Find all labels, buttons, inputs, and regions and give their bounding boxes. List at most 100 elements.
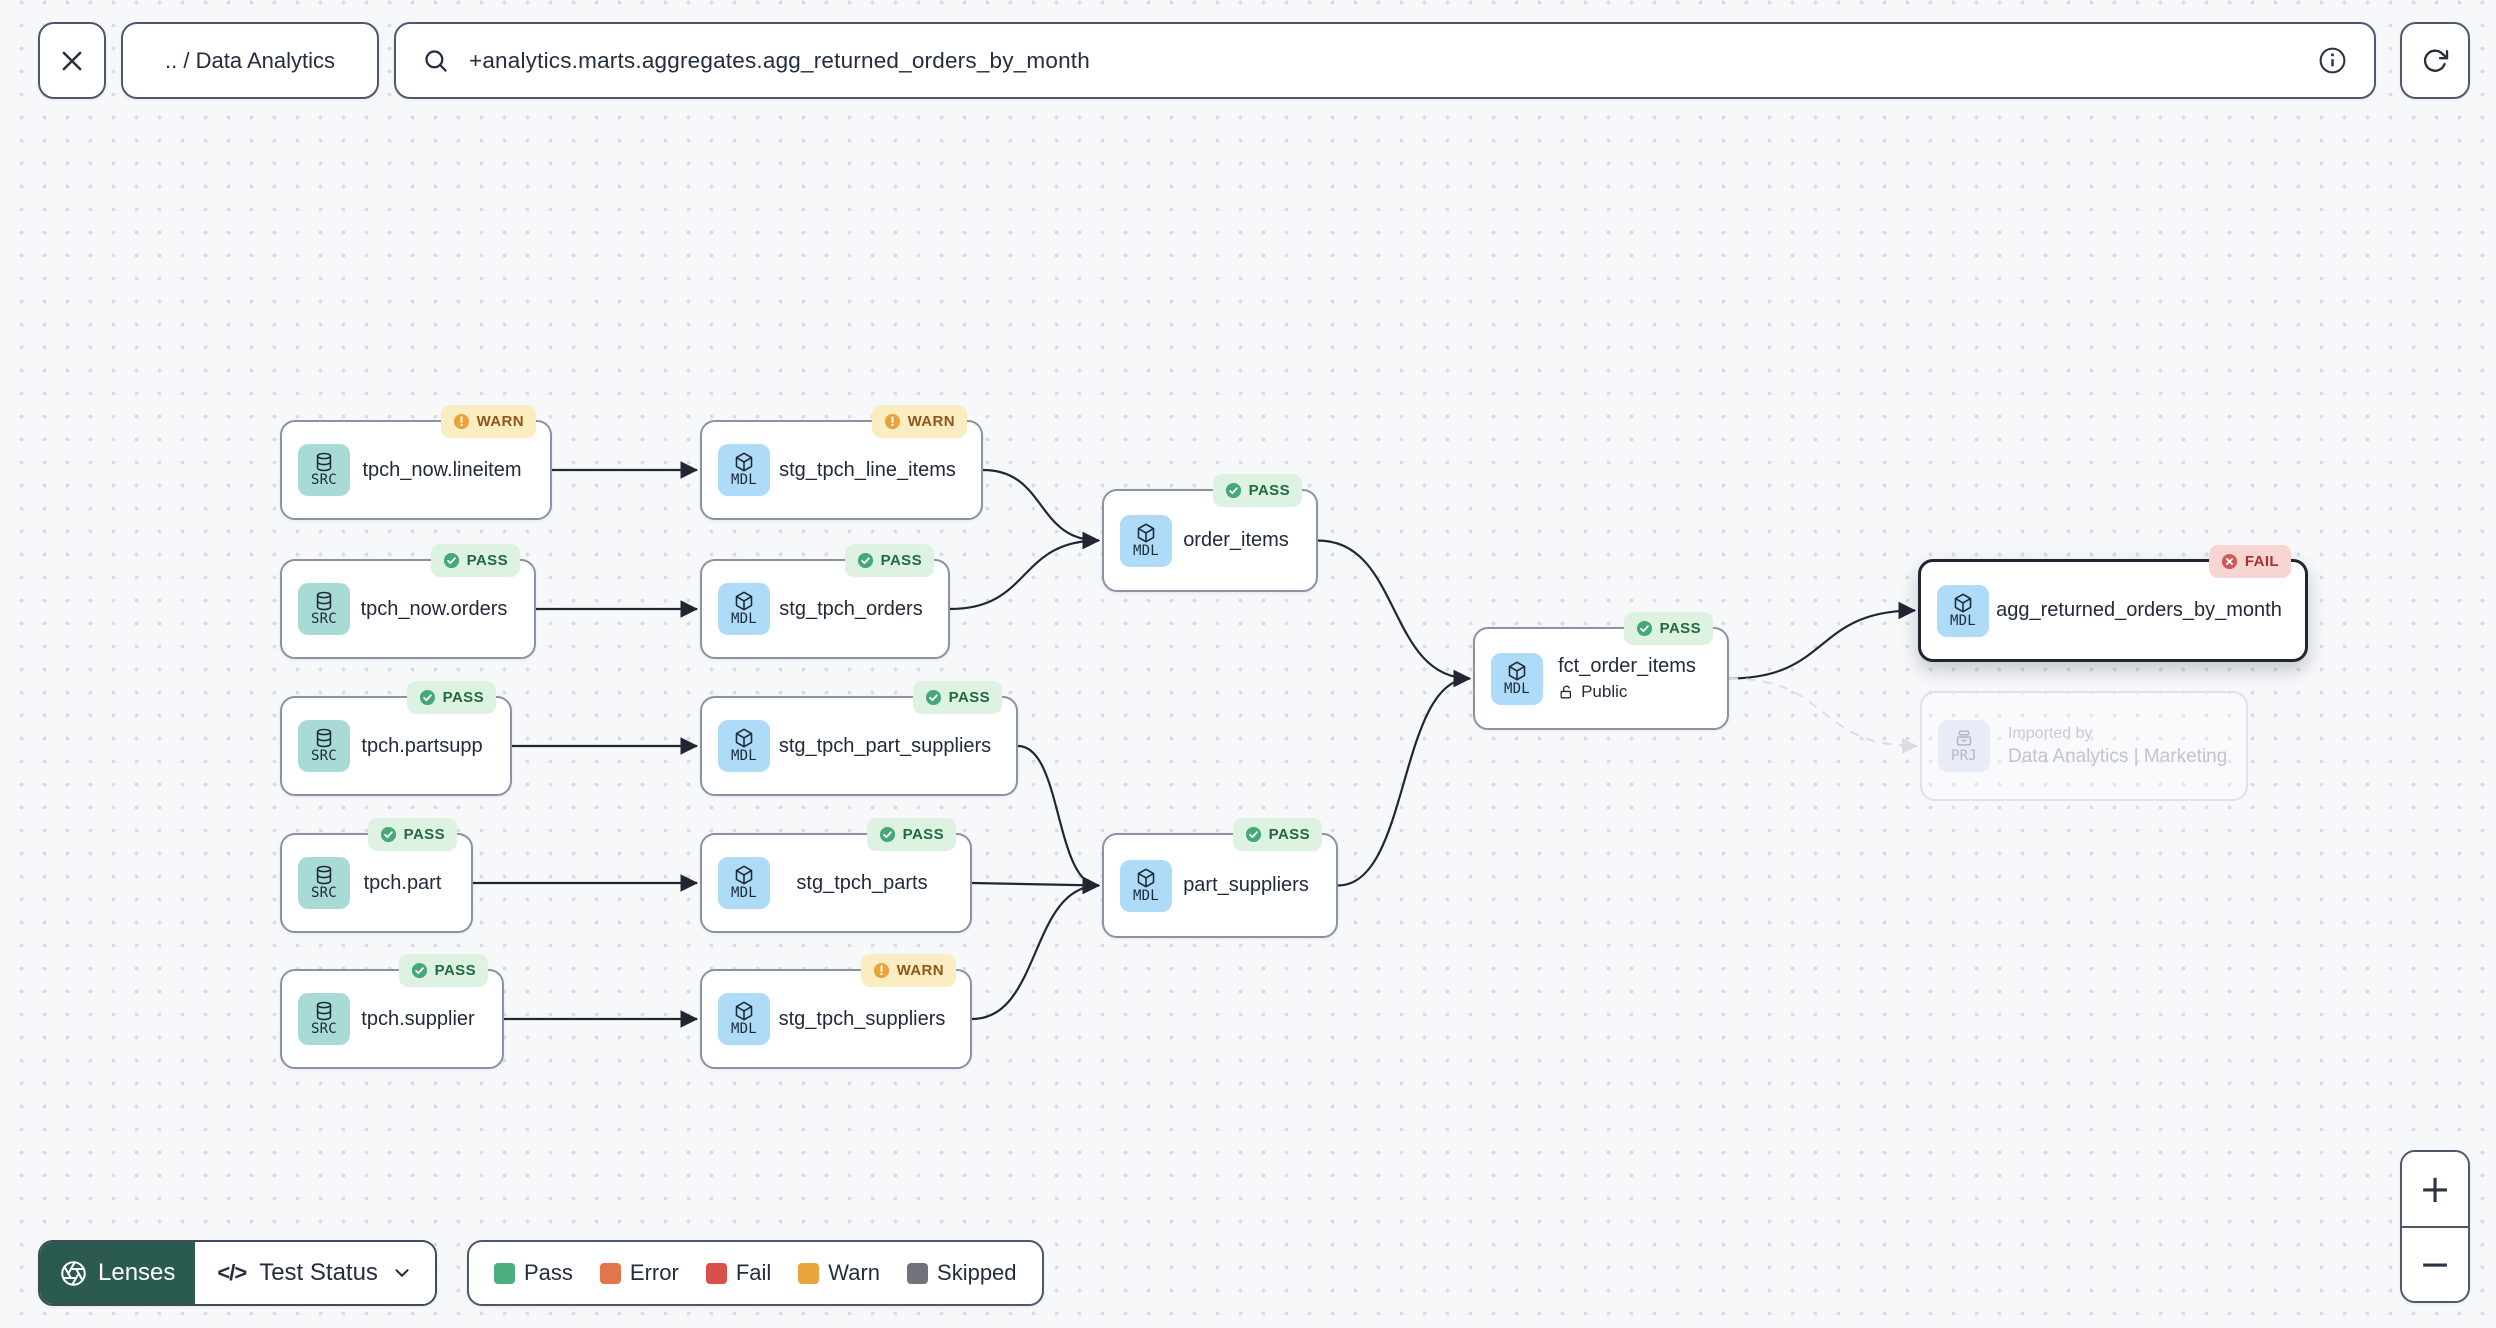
close-icon bbox=[62, 51, 82, 70]
zoom-controls: + − bbox=[2400, 1150, 2470, 1303]
node-label: tpch_now.orders bbox=[360, 597, 508, 620]
graph-node-imported-by[interactable]: PRJ Imported by Data Analytics | Marketing bbox=[1920, 691, 2248, 801]
legend-label: Fail bbox=[735, 1260, 772, 1285]
status-badge-pass: PASS bbox=[1232, 818, 1322, 851]
legend-item-pass: Pass bbox=[494, 1260, 573, 1286]
status-badge-pass: PASS bbox=[430, 544, 520, 577]
node-type-tag: SRC bbox=[311, 472, 337, 489]
node-label: order_items bbox=[1183, 529, 1289, 551]
aperture-icon bbox=[61, 1260, 86, 1286]
close-button[interactable] bbox=[38, 22, 106, 99]
search-icon bbox=[425, 50, 447, 72]
status-badge-pass: PASS bbox=[1623, 612, 1713, 645]
status-badge-pass: PASS bbox=[912, 681, 1002, 714]
legend-item-warn: Warn bbox=[798, 1260, 880, 1286]
node-type-tag: SRC bbox=[311, 885, 337, 902]
edge-fct_order_items-to-imported_by bbox=[1728, 677, 1918, 754]
node-type-tag: MDL bbox=[731, 885, 757, 902]
legend-item-skipped: Skipped bbox=[907, 1260, 1017, 1286]
node-label: agg_returned_orders_by_month bbox=[1996, 599, 2282, 621]
status-badge-warn: WARN bbox=[440, 405, 536, 438]
lenses-label: Lenses bbox=[98, 1259, 176, 1286]
model-cube-icon: MDL bbox=[718, 444, 770, 496]
imported-project-labels: Imported by Data Analytics | Marketing bbox=[2008, 725, 2230, 768]
project-icon: PRJ bbox=[1938, 720, 1990, 772]
imported-by-label: Imported by bbox=[2008, 724, 2093, 742]
lens-selector-dropdown[interactable]: </> Test Status bbox=[195, 1242, 435, 1304]
check-circle-icon bbox=[419, 689, 435, 706]
search-input[interactable] bbox=[467, 46, 2299, 75]
refresh-button[interactable] bbox=[2400, 22, 2470, 99]
graph-node-tpch-now-orders[interactable]: PASS SRC tpch_now.orders bbox=[280, 544, 536, 659]
node-label: tpch.part bbox=[363, 871, 442, 894]
edge-stg_tpch_suppliers-to-part_suppliers bbox=[971, 876, 1101, 1021]
lenses-button[interactable]: Lenses bbox=[40, 1242, 196, 1304]
legend-swatch-fail bbox=[705, 1262, 727, 1284]
model-cube-icon: MDL bbox=[1120, 514, 1172, 567]
legend-label: Pass bbox=[524, 1260, 573, 1285]
status-badge-warn: WARN bbox=[871, 405, 967, 438]
graph-node-order-items[interactable]: PASS MDL order_items bbox=[1102, 474, 1318, 592]
node-label: tpch.partsupp bbox=[361, 734, 483, 757]
edge-order_items-to-fct_order_items bbox=[1317, 539, 1472, 688]
node-label: stg_tpch_suppliers bbox=[778, 1007, 946, 1030]
imported-project-name: Data Analytics | Marketing bbox=[2008, 745, 2228, 767]
legend-label: Error bbox=[629, 1260, 679, 1285]
node-type-tag: MDL bbox=[1504, 680, 1530, 697]
model-cube-icon: MDL bbox=[718, 583, 770, 635]
legend-label: Skipped bbox=[937, 1260, 1017, 1285]
check-circle-icon bbox=[879, 826, 895, 843]
source-database-icon: SRC bbox=[298, 720, 350, 772]
source-database-icon: SRC bbox=[298, 583, 350, 635]
node-type-tag: SRC bbox=[311, 1021, 337, 1038]
edge-stg_tpch_part_suppliers-to-part_suppliers bbox=[1017, 744, 1101, 895]
breadcrumb[interactable]: .. / Data Analytics bbox=[121, 22, 379, 99]
info-icon[interactable] bbox=[2317, 45, 2348, 76]
lens-control: Lenses </> Test Status bbox=[38, 1240, 437, 1306]
breadcrumb-label: .. / Data Analytics bbox=[165, 47, 335, 73]
node-label: stg_tpch_line_items bbox=[779, 458, 956, 481]
edge-stg_tpch_line_items-to-order_items bbox=[982, 468, 1101, 550]
status-badge-pass: PASS bbox=[1212, 474, 1302, 507]
node-type-tag: MDL bbox=[1950, 612, 1976, 629]
model-cube-icon: MDL bbox=[1937, 584, 1989, 637]
legend-item-error: Error bbox=[599, 1260, 679, 1286]
node-type-tag: SRC bbox=[311, 748, 337, 765]
legend-swatch-skipped bbox=[907, 1262, 929, 1284]
status-badge-pass: PASS bbox=[866, 818, 956, 851]
graph-node-tpch-supplier[interactable]: PASS SRC tpch.supplier bbox=[280, 954, 504, 1069]
search-bar[interactable] bbox=[394, 22, 2376, 99]
lens-selected-label: Test Status bbox=[259, 1259, 378, 1286]
zoom-in-button[interactable]: + bbox=[2402, 1152, 2468, 1226]
check-circle-icon bbox=[1245, 826, 1261, 843]
edge-stg_tpch_parts-to-part_suppliers bbox=[971, 876, 1101, 894]
node-type-tag: MDL bbox=[1133, 542, 1159, 559]
model-cube-icon: MDL bbox=[718, 857, 770, 909]
zoom-out-button[interactable]: − bbox=[2402, 1227, 2468, 1301]
check-circle-icon bbox=[1225, 482, 1241, 499]
node-label: part_suppliers bbox=[1183, 874, 1309, 896]
zoom-divider bbox=[2402, 1225, 2468, 1228]
chevron-down-icon bbox=[395, 1269, 409, 1277]
node-type-tag: MDL bbox=[731, 1021, 757, 1038]
model-cube-icon: MDL bbox=[718, 720, 770, 772]
status-badge-pass: PASS bbox=[398, 954, 488, 987]
graph-node-stg-tpch-line-items[interactable]: WARN MDL stg_tpch_line_items bbox=[700, 405, 983, 520]
check-circle-icon bbox=[857, 552, 873, 569]
node-label: tpch.supplier bbox=[361, 1007, 475, 1030]
check-circle-icon bbox=[443, 552, 459, 569]
node-label: stg_tpch_orders bbox=[779, 597, 923, 620]
check-circle-icon bbox=[1636, 620, 1652, 637]
